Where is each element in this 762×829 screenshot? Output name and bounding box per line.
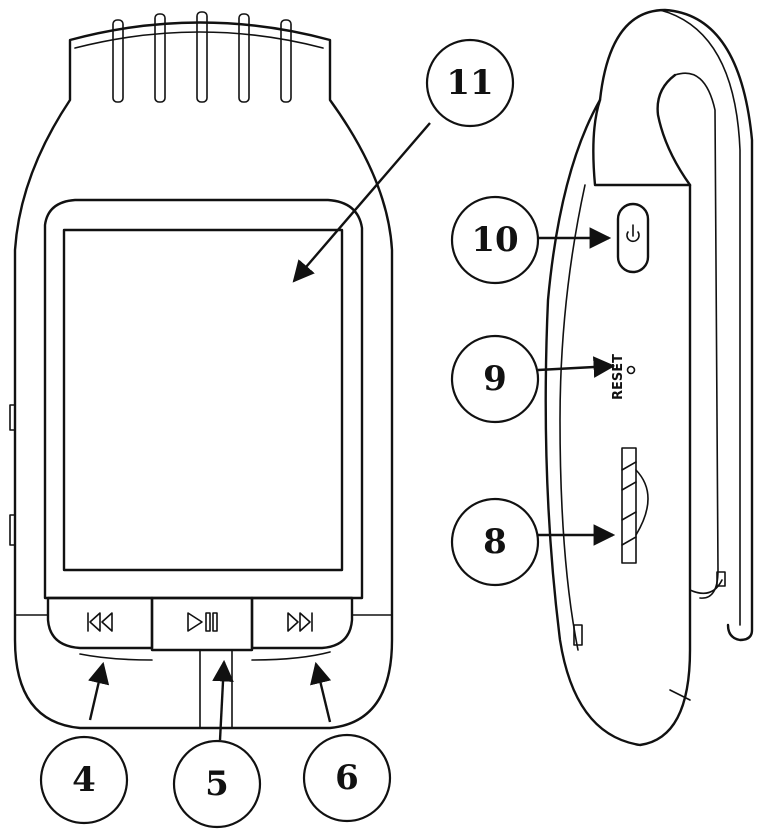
svg-text:9: 9	[483, 359, 507, 399]
svg-text:4: 4	[72, 760, 96, 800]
card-slot[interactable]	[621, 447, 649, 564]
svg-text:8: 8	[483, 522, 507, 562]
top-grille	[112, 11, 292, 103]
svg-text:6: 6	[335, 758, 359, 798]
callout-4: 4	[39, 735, 129, 825]
arrow-4	[88, 661, 110, 721]
side-body-outline	[598, 8, 754, 642]
power-button[interactable]	[616, 202, 650, 274]
play-pause-button[interactable]	[150, 596, 254, 652]
callout-5: 5	[172, 739, 262, 829]
play-pause-icon	[187, 612, 218, 632]
control-buttons	[46, 596, 354, 661]
power-icon	[626, 224, 640, 243]
callout-9: 9	[450, 334, 540, 424]
callout-10: 10	[450, 195, 540, 285]
skip-previous-icon	[87, 612, 113, 632]
callout-6: 6	[302, 733, 392, 823]
reset-pinhole[interactable]	[626, 365, 636, 375]
side-view: RESET	[544, 8, 754, 747]
front-view	[9, 11, 394, 730]
screen-bezel	[43, 198, 364, 600]
arrow-6	[310, 661, 332, 723]
display-screen	[62, 228, 344, 572]
svg-text:11: 11	[446, 63, 493, 103]
skip-next-icon	[287, 612, 313, 632]
callout-11: 11	[425, 38, 515, 128]
svg-text:10: 10	[471, 220, 518, 260]
front-body-inner-contour	[74, 31, 324, 49]
callout-arrows	[88, 122, 616, 741]
callout-8: 8	[450, 497, 540, 587]
front-body-outline	[13, 21, 394, 730]
arrow-5	[212, 659, 234, 741]
arrow-9	[537, 356, 616, 378]
svg-text:5: 5	[205, 764, 229, 804]
prev-button[interactable]	[46, 596, 154, 650]
arrow-11	[292, 122, 431, 283]
reset-label: RESET	[611, 354, 626, 400]
next-button[interactable]	[250, 596, 354, 650]
